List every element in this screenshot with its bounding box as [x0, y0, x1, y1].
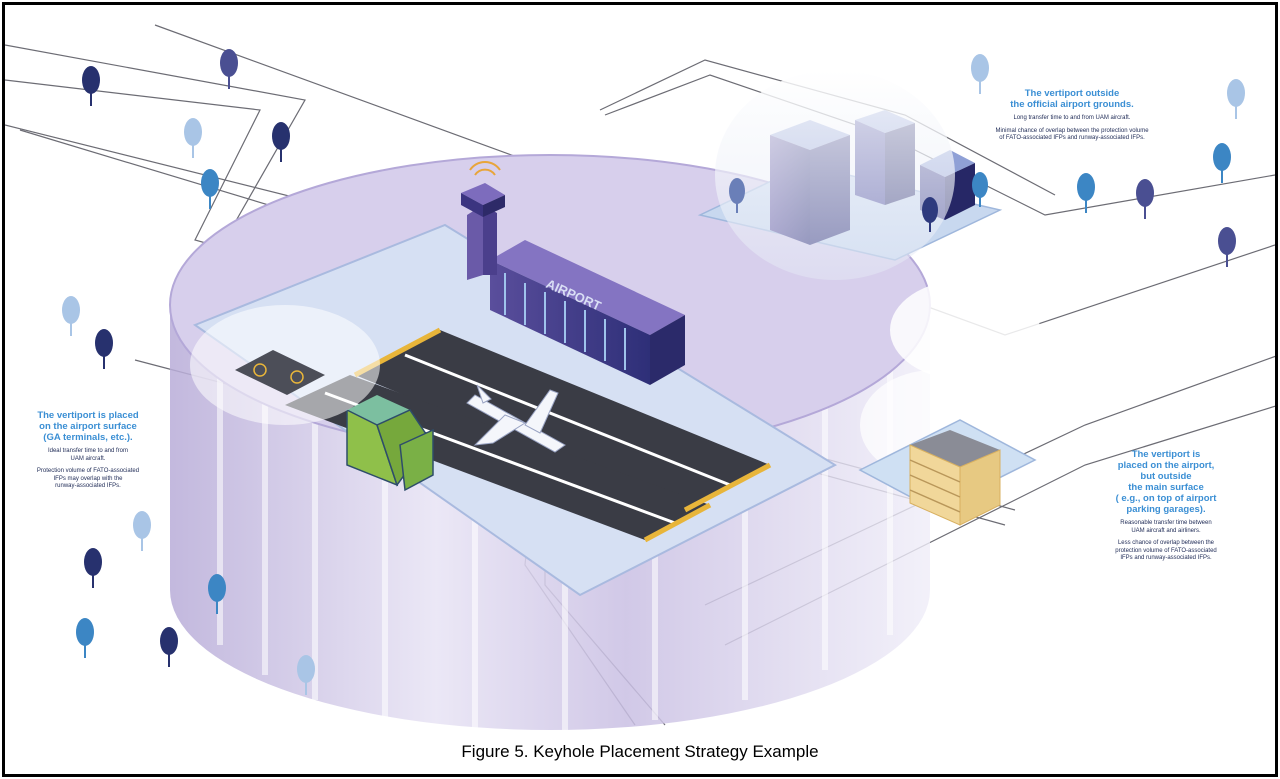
tree-icon: [82, 66, 100, 106]
callout-onsite-vertiport: The vertiport is placed on the airport s…: [35, 410, 141, 496]
airport-illustration: AIRPORT: [5, 24, 1275, 730]
tree-icon: [84, 548, 102, 588]
tree-icon: [208, 574, 226, 614]
tree-icon: [729, 178, 745, 213]
tree-icon: [922, 197, 938, 232]
tree-icon: [62, 296, 80, 336]
tree-icon: [220, 49, 238, 89]
tree-icon: [201, 169, 219, 209]
tree-icon: [160, 627, 178, 667]
vertiport-parking-garage: [858, 280, 1040, 526]
airliner-icon: [466, 384, 566, 453]
tree-icon: [95, 329, 113, 369]
callout-heading: The vertiport is placed on the airport, …: [1115, 449, 1217, 515]
tree-icon: [272, 122, 290, 162]
callout-note: Ideal transfer time to and from UAM airc…: [47, 448, 129, 462]
tree-icon: [1227, 79, 1245, 119]
callout-heading: The vertiport is placed on the airport s…: [37, 410, 139, 443]
tree-icon: [133, 511, 151, 551]
callout-note: Protection volume of FATO-associated IFP…: [36, 468, 140, 489]
tree-icon: [1136, 179, 1154, 219]
tree-icon: [971, 54, 989, 94]
tree-icon: [76, 618, 94, 658]
callout-note: Reasonable transfer time between UAM air…: [1120, 520, 1212, 534]
callout-note: Minimal chance of overlap between the pr…: [995, 127, 1149, 142]
figure-caption: Figure 5. Keyhole Placement Strategy Exa…: [461, 742, 819, 761]
airport-terminal: AIRPORT: [490, 240, 685, 385]
control-tower: [461, 161, 505, 280]
trees: [62, 49, 1245, 695]
tree-icon: [297, 655, 315, 695]
callout-note: Long transfer time to and from UAM aircr…: [1013, 115, 1131, 121]
tree-icon: [1213, 143, 1231, 183]
callout-offsite-vertiport: The vertiport outside the official airpo…: [983, 88, 1161, 148]
tree-icon: [1218, 227, 1236, 267]
ga-terminal-building: [346, 395, 434, 492]
vertiport-pad-left: [190, 305, 380, 425]
vertiport-offsite: [697, 70, 1003, 280]
callout-garage-vertiport: The vertiport is placed on the airport, …: [1105, 449, 1227, 568]
tree-icon: [972, 172, 988, 207]
tree-icon: [184, 118, 202, 158]
callout-note: Less chance of overlap between the prote…: [1115, 540, 1217, 561]
callout-heading: The vertiport outside the official airpo…: [1010, 88, 1134, 110]
tree-icon: [1077, 173, 1095, 213]
